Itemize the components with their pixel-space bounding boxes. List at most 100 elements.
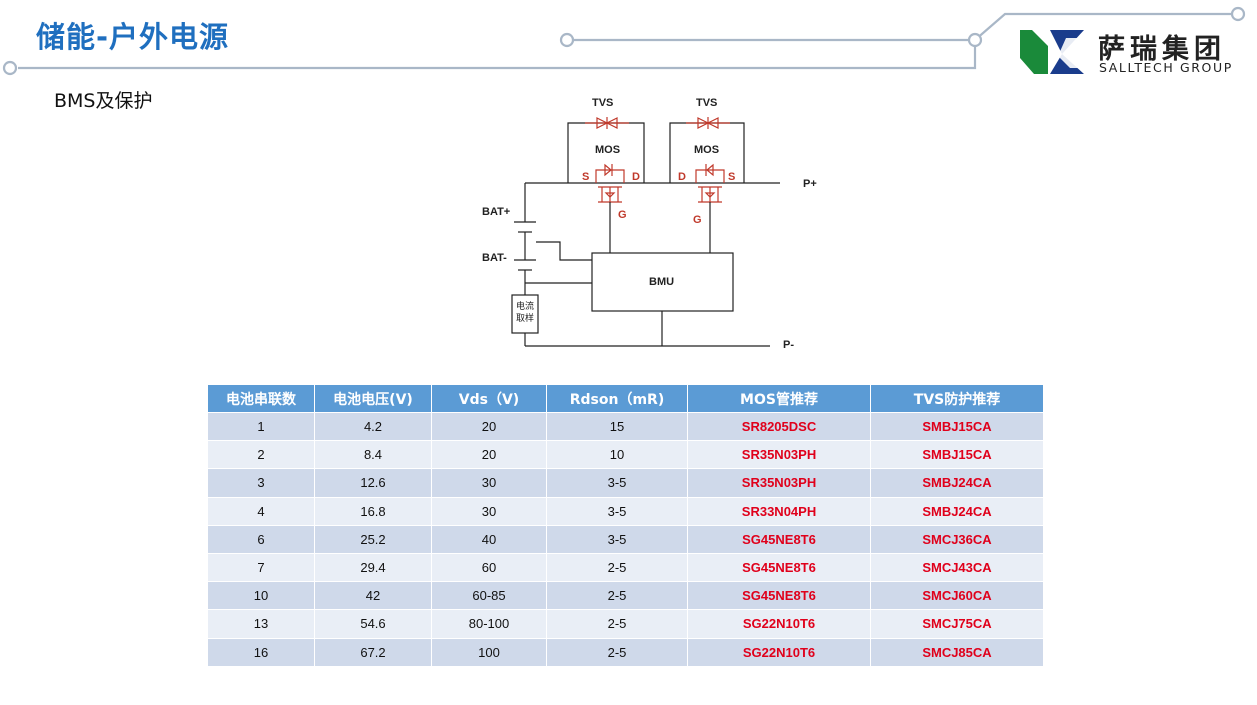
logo-name-cn: 萨瑞集团 <box>1098 34 1226 65</box>
p-minus-label: P- <box>783 339 794 351</box>
gate-left-label: G <box>618 209 627 221</box>
drain-left-label: D <box>632 171 640 183</box>
table-cell: 2-5 <box>546 609 688 639</box>
table-cell: 8.4 <box>314 440 432 470</box>
deco-node <box>2 60 18 76</box>
bms-circuit-diagram: .w { fill:none; stroke:#222; stroke-widt… <box>482 97 817 351</box>
tvs-right-icon <box>686 117 730 129</box>
tvs-right-label: TVS <box>696 97 717 109</box>
table-cell: 6 <box>207 524 315 554</box>
col-header-cells: 电池串联数 <box>207 384 315 413</box>
col-header-tvs: TVS防护推荐 <box>870 384 1044 413</box>
table-cell: SMCJ85CA <box>870 637 1044 667</box>
table-cell: 3-5 <box>546 496 688 526</box>
table-cell: 16 <box>207 637 315 667</box>
page-title: 储能-户外电源 <box>36 20 230 54</box>
deco-node <box>559 32 575 48</box>
table-cell: SG45NE8T6 <box>687 581 871 611</box>
table-cell: SMBJ15CA <box>870 440 1044 470</box>
col-header-vds: Vds（V) <box>431 384 547 413</box>
table-cell: 25.2 <box>314 524 432 554</box>
drain-right-label: D <box>678 171 686 183</box>
table-cell: 10 <box>207 581 315 611</box>
deco-line-middle <box>574 12 1232 42</box>
table-cell: 3-5 <box>546 524 688 554</box>
deco-node <box>1230 6 1246 22</box>
table-cell: 16.8 <box>314 496 432 526</box>
table-cell: SR8205DSC <box>687 411 871 442</box>
table-cell: 20 <box>431 411 547 442</box>
bat-tap-top <box>536 241 592 261</box>
mos-right-label: MOS <box>694 144 719 156</box>
sallitech-logo-icon <box>1020 30 1084 74</box>
table-cell: 42 <box>314 581 432 611</box>
bmu-label: BMU <box>649 276 674 288</box>
table-cell: 2 <box>207 440 315 470</box>
table-cell: SMCJ60CA <box>870 581 1044 611</box>
table-cell: SR35N03PH <box>687 468 871 498</box>
table-cell: 15 <box>546 411 688 442</box>
table-cell: 100 <box>431 637 547 667</box>
bms-spec-table: 电池串联数 电池电压(V) Vds（V) Rdson（mR) MOS管推荐 TV… <box>207 384 1044 667</box>
bat-minus-label: BAT- <box>482 252 507 264</box>
table-cell: 20 <box>431 440 547 470</box>
table-cell: 3-5 <box>546 468 688 498</box>
table-cell: SR35N03PH <box>687 440 871 470</box>
table-cell: 4 <box>207 496 315 526</box>
table-header-row: 电池串联数 电池电压(V) Vds（V) Rdson（mR) MOS管推荐 TV… <box>207 384 1044 413</box>
table-cell: SMBJ24CA <box>870 496 1044 526</box>
table-cell: SG22N10T6 <box>687 609 871 639</box>
table-cell: 1 <box>207 411 315 442</box>
sense-label-1: 电流 <box>516 300 534 312</box>
table-cell: SG22N10T6 <box>687 637 871 667</box>
source-left-label: S <box>582 171 589 183</box>
table-cell: 2-5 <box>546 552 688 583</box>
table-cell: SMCJ43CA <box>870 552 1044 583</box>
table-cell: 2-5 <box>546 637 688 667</box>
mos-left-label: MOS <box>595 144 620 156</box>
table-cell: 60-85 <box>431 581 547 611</box>
table-cell: SG45NE8T6 <box>687 552 871 583</box>
table-cell: SMCJ36CA <box>870 524 1044 554</box>
table-cell: 3 <box>207 468 315 498</box>
table-cell: 10 <box>546 440 688 470</box>
gate-right-label: G <box>693 214 702 226</box>
deco-node <box>967 32 983 48</box>
table-cell: 40 <box>431 524 547 554</box>
table-cell: SMBJ15CA <box>870 411 1044 442</box>
table-cell: 80-100 <box>431 609 547 639</box>
table-cell: 54.6 <box>314 609 432 639</box>
header-decoration <box>2 6 1246 76</box>
table-cell: 30 <box>431 468 547 498</box>
logo-name-en: SALLTECH GROUP <box>1099 60 1233 75</box>
section-subtitle: BMS及保护 <box>54 90 153 112</box>
mos-left-icon <box>595 163 625 203</box>
table-cell: SMBJ24CA <box>870 468 1044 498</box>
table-cell: 67.2 <box>314 637 432 667</box>
col-header-mos: MOS管推荐 <box>687 384 871 413</box>
table-cell: 30 <box>431 496 547 526</box>
bat-plus-label: BAT+ <box>482 206 510 218</box>
table-cell: 29.4 <box>314 552 432 583</box>
table-cell: 2-5 <box>546 581 688 611</box>
table-cell: 4.2 <box>314 411 432 442</box>
table-cell: SMCJ75CA <box>870 609 1044 639</box>
col-header-rdson: Rdson（mR) <box>546 384 688 413</box>
table-cell: 13 <box>207 609 315 639</box>
mos-right-icon <box>695 163 725 203</box>
table-cell: SG45NE8T6 <box>687 524 871 554</box>
table-cell: 60 <box>431 552 547 583</box>
table-cell: 7 <box>207 552 315 583</box>
deco-line-bottom <box>18 40 977 70</box>
source-right-label: S <box>728 171 735 183</box>
tvs-left-label: TVS <box>592 97 613 109</box>
